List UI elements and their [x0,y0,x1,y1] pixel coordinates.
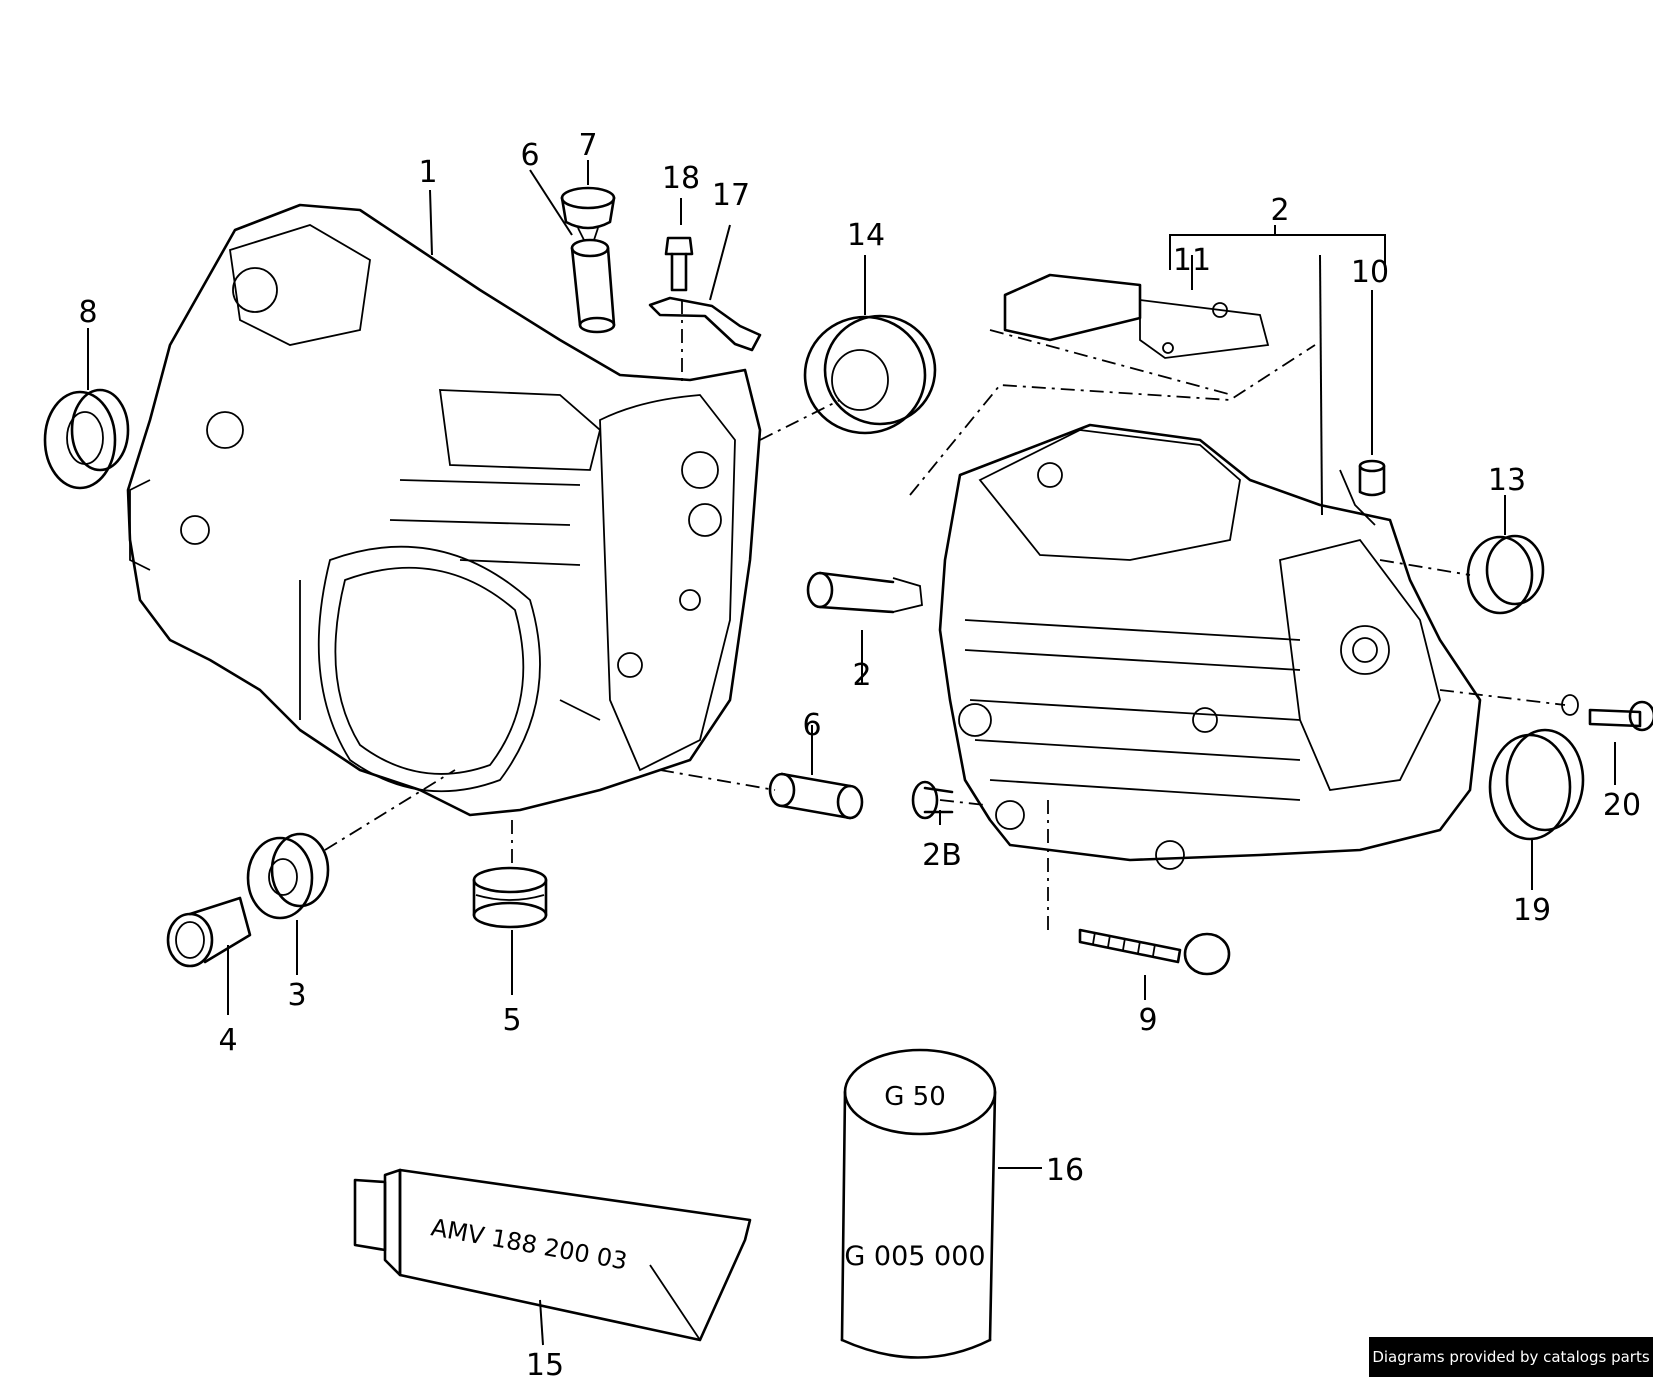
can-body-label: G 005 000 [844,1241,985,1272]
callout-2-mid[interactable]: 2 [852,658,871,693]
cover-part-11[interactable] [1003,273,1270,359]
cap-part-10[interactable] [1358,459,1386,497]
bolt-part-20[interactable] [1561,694,1653,732]
callout-20[interactable]: 20 [1603,788,1641,823]
screw-part-9[interactable] [1078,928,1231,976]
callout-2-top[interactable]: 2 [1270,193,1289,228]
callout-9[interactable]: 9 [1138,1003,1157,1038]
callout-5[interactable]: 5 [502,1003,521,1038]
callout-numbers: 1 6 7 18 17 14 8 2 11 10 13 2 6 2B 20 19… [78,128,1641,1377]
callout-19[interactable]: 19 [1513,893,1551,928]
callout-13[interactable]: 13 [1488,463,1526,498]
can-top-label: G 50 [884,1082,946,1112]
sleeve-part-4[interactable] [166,896,252,968]
callout-6-top[interactable]: 6 [520,138,539,173]
callout-1[interactable]: 1 [418,155,437,190]
callout-18[interactable]: 18 [662,161,700,196]
callout-17[interactable]: 17 [712,178,750,213]
gearbox-cover-part-2[interactable] [938,423,1482,870]
sealant-tube-part-15[interactable]: AMV 188 200 03 [353,1168,752,1342]
attribution-banner: Diagrams provided by catalogs parts [1369,1337,1653,1377]
bearing-part-8[interactable] [43,388,130,490]
callout-15[interactable]: 15 [526,1348,564,1377]
leader-lines [87,160,1616,1346]
callout-14[interactable]: 14 [847,218,885,253]
dowel-part-6-bottom[interactable] [768,772,864,820]
callout-2b[interactable]: 2B [922,838,962,873]
tube-label-text: AMV 188 200 03 [429,1213,629,1275]
cover-part-19[interactable] [1488,728,1585,841]
callout-8[interactable]: 8 [78,295,97,330]
callout-11[interactable]: 11 [1173,243,1211,278]
cap-part-7[interactable] [560,186,616,241]
callout-10[interactable]: 10 [1351,255,1389,290]
dowel-part-6-top[interactable] [570,238,616,334]
gearbox-housing-part-1[interactable] [126,203,762,817]
plug-part-5[interactable] [472,866,548,929]
callout-6-bottom[interactable]: 6 [802,708,821,743]
bolt-part-18[interactable] [664,236,694,292]
sleeve-part-2[interactable] [806,571,923,614]
plug-part-2b[interactable] [911,780,954,820]
callout-3[interactable]: 3 [287,978,306,1013]
bracket-part-17[interactable] [648,296,762,352]
callout-16[interactable]: 16 [1046,1153,1084,1188]
callout-7[interactable]: 7 [578,128,597,163]
oil-can-part-16[interactable]: G 50 G 005 000 [840,1048,997,1359]
assembly-lines [324,300,1566,930]
callout-4[interactable]: 4 [218,1023,237,1058]
seal-part-3[interactable] [246,832,330,920]
bearing-part-14[interactable] [803,314,937,435]
bearing-part-13[interactable] [1466,534,1545,615]
